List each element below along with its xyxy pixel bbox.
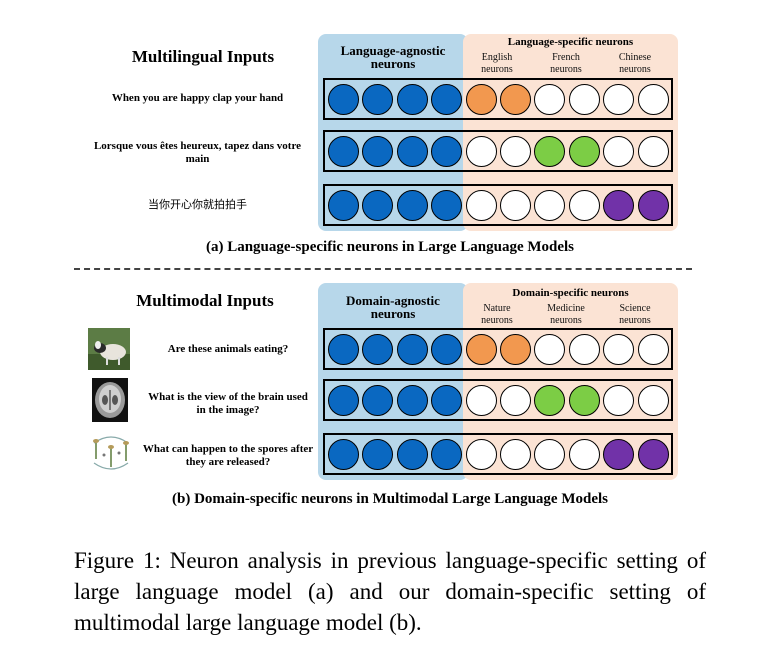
neuron-group1 [500,333,531,365]
input-chinese: 当你开心你就拍拍手 [148,198,247,211]
input-question-animals: Are these animals eating? [167,343,289,355]
neuron-inactive [465,135,497,167]
brain-scan-image [92,378,128,422]
neuron-agnostic [328,189,359,221]
neuron-agnostic [362,333,394,365]
neuron-row-b-3 [323,433,673,475]
neuron-group2 [534,384,566,416]
agnostic-header-a: Language-agnostic neurons [340,43,446,71]
neuron-agnostic [328,384,359,416]
neuron-agnostic [328,83,359,115]
neuron-group2 [534,135,566,167]
neuron-inactive [637,333,669,365]
panel-b-title: Multimodal Inputs [136,291,274,310]
neuron-group3 [637,438,669,470]
input-question-brain: What is the view of the brain used in th… [148,391,308,416]
neuron-inactive [465,384,497,416]
neuron-group2 [568,384,600,416]
panel-a-caption: (a) Language-specific neurons in Large L… [205,239,575,255]
group-label-medicine: Medicine neurons [547,303,585,326]
neuron-inactive [603,333,635,365]
neuron-inactive [534,333,566,365]
neuron-inactive [500,384,531,416]
neuron-inactive [568,333,600,365]
neuron-group3 [637,189,669,221]
group-label-english: English neurons [481,52,513,75]
neuron-group1 [500,83,531,115]
group-label-chinese: Chinese neurons [618,52,652,75]
neuron-agnostic [328,333,359,365]
neuron-inactive [465,189,497,221]
neuron-group1 [465,83,497,115]
neuron-row-a-3 [323,184,673,226]
neuron-group3 [603,189,635,221]
neuron-agnostic [431,438,463,470]
panel-a-title: Multilingual Inputs [131,47,275,66]
neuron-agnostic [396,83,428,115]
neuron-inactive [534,83,566,115]
neuron-inactive [500,189,531,221]
neuron-agnostic [328,135,359,167]
neuron-inactive [534,189,566,221]
neuron-agnostic [396,189,428,221]
specific-header-a: Language-specific neurons [507,36,634,48]
figure-caption: Figure 1: Neuron analysis in previous la… [74,548,706,635]
neuron-row-a-1 [323,78,673,120]
neuron-inactive [500,135,531,167]
neuron-agnostic [396,333,428,365]
neuron-inactive [603,83,635,115]
neuron-agnostic [396,438,428,470]
neuron-inactive [603,135,635,167]
neuron-agnostic [431,384,463,416]
group-label-french: French neurons [550,52,582,75]
neuron-inactive [465,438,497,470]
neuron-agnostic [362,83,394,115]
neuron-group2 [568,135,600,167]
neuron-agnostic [362,189,394,221]
agnostic-header-b: Domain-agnostic neurons [346,293,440,321]
neuron-agnostic [431,333,463,365]
group-label-nature: Nature neurons [481,303,513,326]
neuron-inactive [568,189,600,221]
neuron-agnostic [328,438,359,470]
neuron-agnostic [396,384,428,416]
input-english: When you are happy clap your hand [111,92,284,104]
neuron-row-b-1 [323,328,673,370]
neuron-agnostic [396,135,428,167]
neuron-inactive [534,438,566,470]
neuron-agnostic [362,438,394,470]
specific-header-b: Domain-specific neurons [512,287,629,299]
input-french: Lorsque vous êtes heureux, tapez dans vo… [93,140,302,165]
panel-divider [74,268,692,270]
spore-lifecycle-diagram [86,433,136,473]
neuron-agnostic [431,83,463,115]
panel-b-caption: (b) Domain-specific neurons in Multimoda… [172,491,608,507]
neuron-agnostic [431,189,463,221]
neuron-row-b-2 [323,379,673,421]
neuron-agnostic [362,384,394,416]
input-question-spores: What can happen to the spores after they… [142,443,314,468]
neuron-inactive [568,83,600,115]
animals-photo [88,328,130,370]
neuron-inactive [500,438,531,470]
neuron-inactive [637,135,669,167]
neuron-group1 [465,333,497,365]
neuron-inactive [568,438,600,470]
neuron-row-a-2 [323,130,673,172]
neuron-group3 [603,438,635,470]
group-label-science: Science neurons [619,303,651,326]
neuron-inactive [637,384,669,416]
neuron-inactive [603,384,635,416]
neuron-agnostic [362,135,394,167]
neuron-agnostic [431,135,463,167]
neuron-inactive [637,83,669,115]
